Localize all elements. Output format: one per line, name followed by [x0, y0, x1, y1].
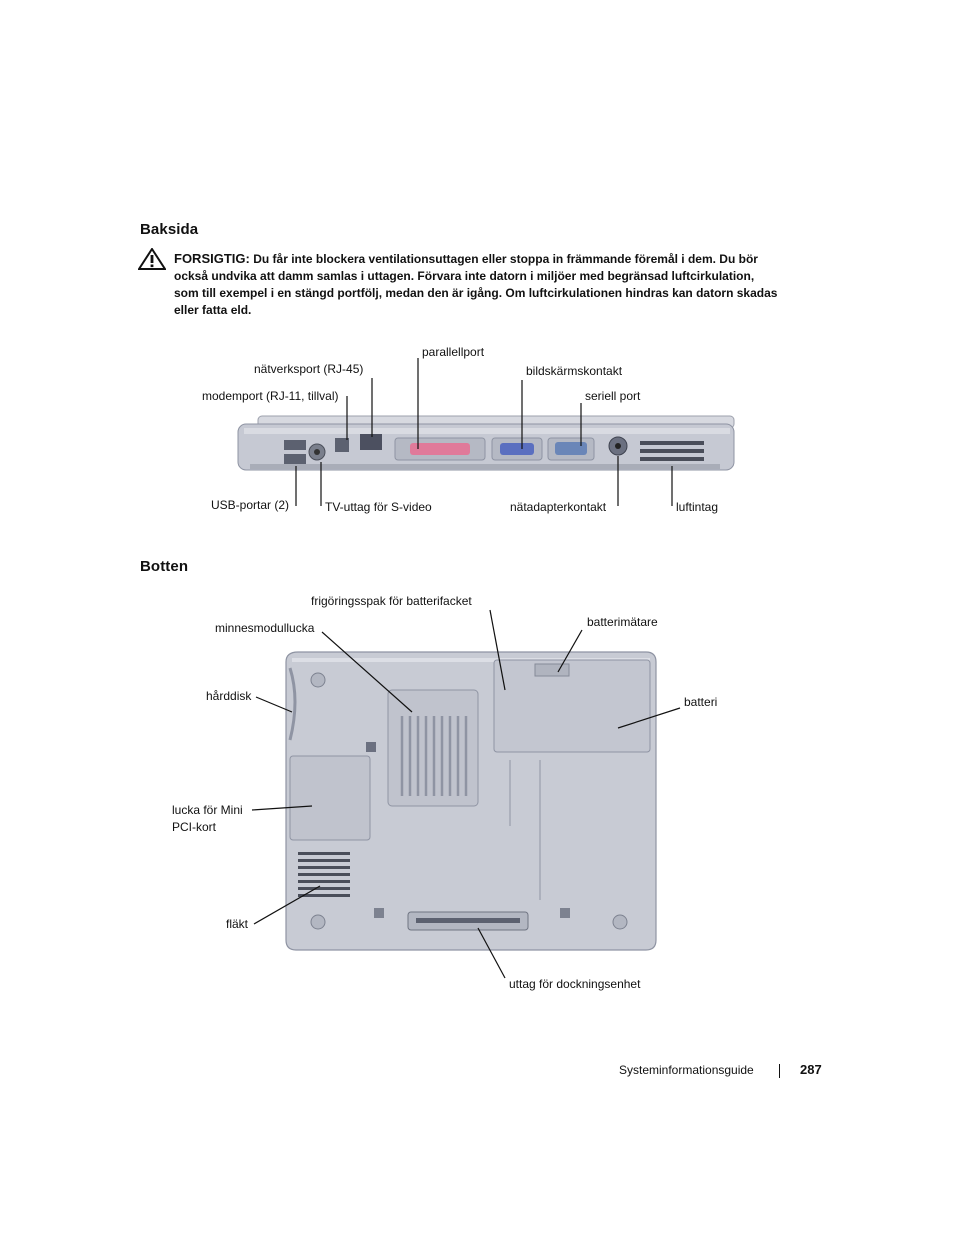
label-serial-port: seriell port — [585, 389, 641, 403]
label-battery-release: frigöringsspak för batterifacket — [311, 594, 472, 608]
label-air-intake: luftintag — [676, 500, 719, 514]
label-fan: fläkt — [226, 917, 249, 931]
label-network-port: nätverksport (RJ-45) — [254, 362, 364, 376]
section-heading-back: Baksida — [140, 221, 199, 238]
air-intake-vent — [640, 441, 704, 461]
battery — [493, 659, 651, 753]
label-docking: uttag för dockningsenhet — [509, 977, 641, 991]
modem-port — [335, 438, 349, 452]
caution-text-block: FORSIGTIG: Du får inte blockera ventilat… — [174, 250, 778, 319]
hard-drive-bay — [288, 667, 297, 741]
label-battery-gauge: batterimätare — [587, 615, 658, 629]
fan-vent — [298, 852, 350, 897]
label-battery: batteri — [684, 695, 718, 709]
section-heading-bottom: Botten — [140, 558, 189, 575]
caution-label: FORSIGTIG: — [174, 251, 250, 266]
page-number: 287 — [800, 1062, 822, 1077]
parallel-port — [410, 443, 470, 455]
caution-text: Du får inte blockera ventilationsuttagen… — [174, 252, 778, 317]
label-tv-out: TV-uttag för S-video — [325, 500, 432, 514]
label-memory-cover: minnesmodullucka — [215, 621, 315, 635]
footer-title: Systeminformationsguide — [619, 1063, 754, 1077]
usb-port — [284, 454, 306, 464]
footer-divider — [779, 1064, 780, 1078]
warning-triangle-icon — [138, 248, 166, 270]
vga-port — [500, 443, 534, 455]
label-usb-ports: USB-portar (2) — [211, 498, 290, 512]
mini-pci-cover — [289, 755, 371, 841]
battery-gauge — [534, 663, 570, 677]
label-minipci-line1: lucka för Mini — [172, 803, 243, 817]
serial-port — [555, 442, 587, 455]
label-parallel-port: parallellport — [422, 345, 485, 359]
label-ac-adapter: nätadapterkontakt — [510, 500, 607, 514]
network-port — [360, 434, 382, 450]
label-modem-port: modemport (RJ-11, tillval) — [202, 389, 339, 403]
label-display-port: bildskärmskontakt — [526, 364, 623, 378]
label-minipci-line2: PCI-kort — [172, 820, 217, 834]
usb-port — [284, 440, 306, 450]
label-hard-drive: hårddisk — [206, 689, 252, 703]
